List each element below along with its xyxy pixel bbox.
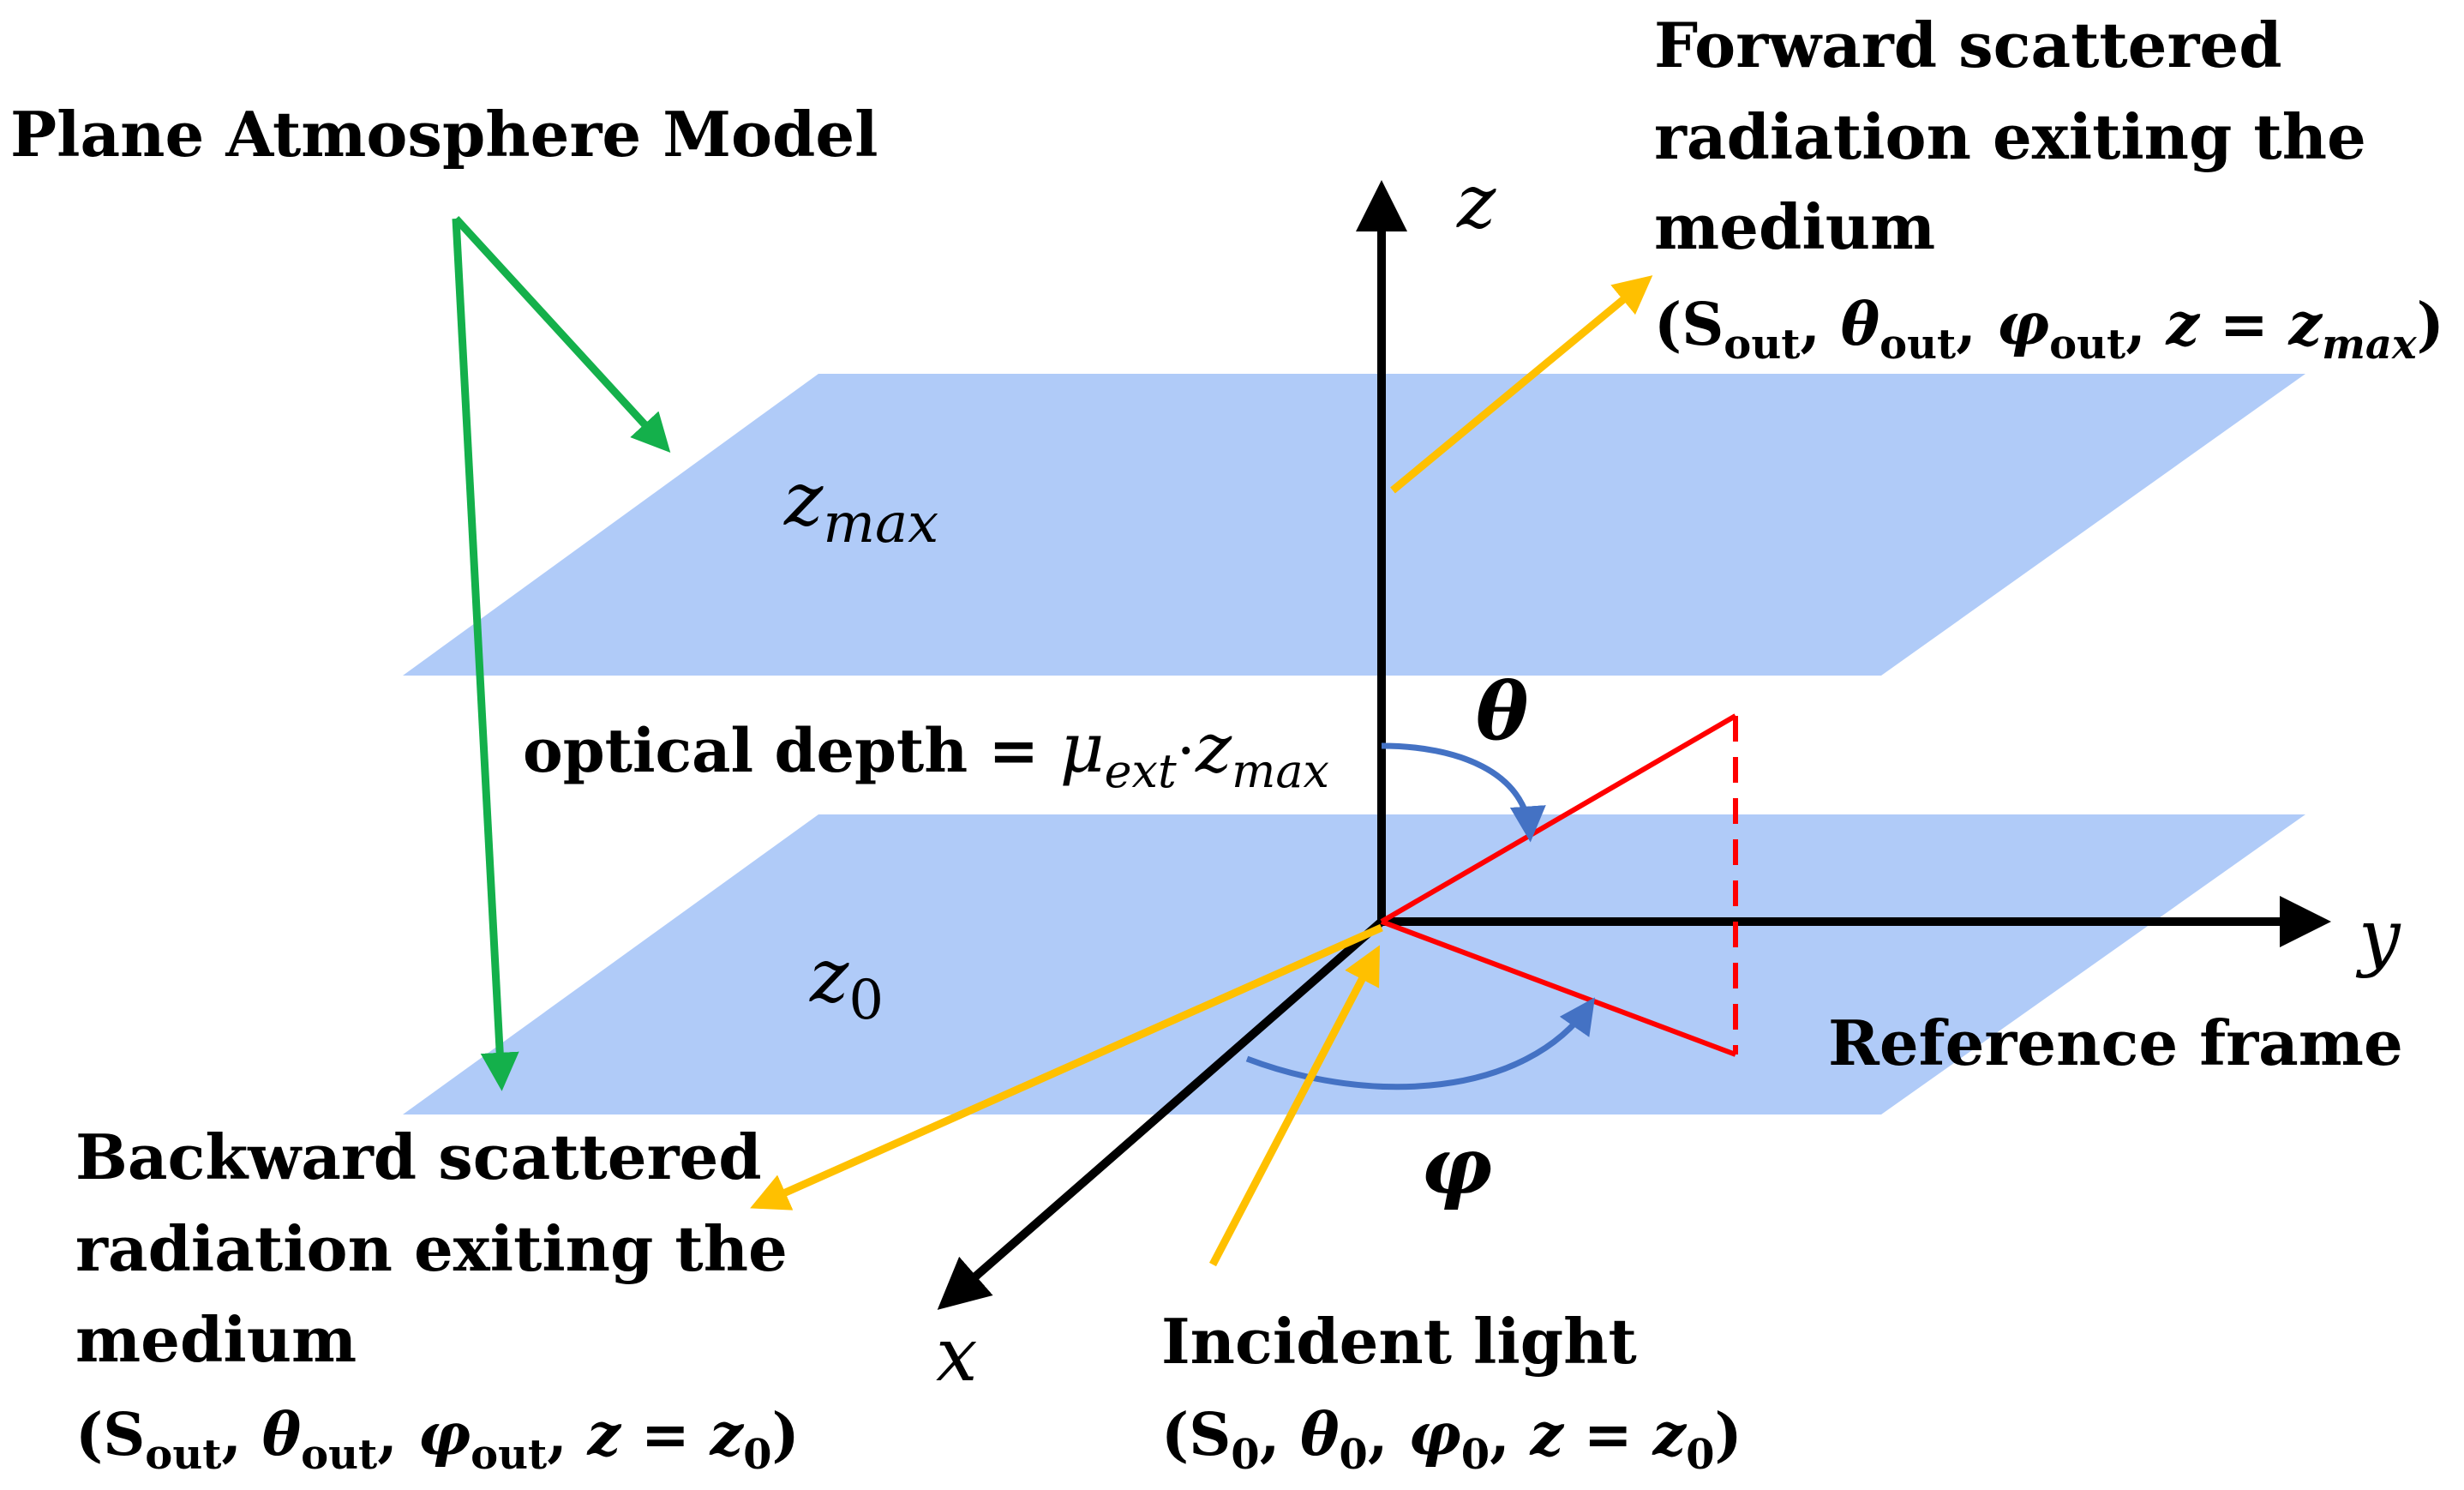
bw-z2: z xyxy=(710,1401,745,1469)
optical-depth-z-sub: max xyxy=(1232,744,1329,798)
incident-tuple: (S0, θ0, φ0, z = z0) xyxy=(1161,1401,1742,1479)
bw-phi-sub: out xyxy=(471,1431,547,1479)
bw-close: ) xyxy=(772,1401,800,1469)
in-theta: θ xyxy=(1300,1401,1340,1469)
red-direction-line xyxy=(1380,713,1737,924)
bw-theta-sub: out xyxy=(301,1431,377,1479)
diagram-title: Plane Atmosphere Model xyxy=(10,98,878,171)
fw-theta: θ xyxy=(1841,291,1880,359)
bw-eq: = xyxy=(620,1401,710,1469)
in-comma3: , xyxy=(1490,1401,1530,1469)
bw-comma1: , xyxy=(221,1401,261,1469)
top-plane xyxy=(403,374,2305,676)
in-close: ) xyxy=(1714,1401,1742,1469)
fw-phi: φ xyxy=(1997,291,2050,359)
incident-light-arrow xyxy=(1209,945,1381,1267)
in-comma2: , xyxy=(1368,1401,1408,1469)
fw-eq: = xyxy=(2199,291,2288,359)
y-axis-label: y xyxy=(2355,894,2401,980)
optical-depth-dot: · xyxy=(1177,716,1196,786)
incident-line-1: Incident light xyxy=(1161,1305,1637,1378)
in-S-sub: 0 xyxy=(1231,1431,1259,1479)
in-comma1: , xyxy=(1260,1401,1300,1469)
forward-line-3: medium xyxy=(1654,190,1935,263)
z-axis-label: z xyxy=(1456,159,1496,245)
top-plane-label: zmax xyxy=(783,457,938,556)
bottom-plane-z: z xyxy=(809,934,849,1019)
fw-comma1: , xyxy=(1800,291,1840,359)
in-eq: = xyxy=(1563,1401,1652,1469)
fw-comma3: , xyxy=(2125,291,2166,359)
fw-z2: z xyxy=(2288,291,2323,359)
optical-depth-mu: μ xyxy=(1060,708,1105,788)
reference-frame-label: Reference frame xyxy=(1828,1006,2403,1079)
bw-z: z xyxy=(587,1401,622,1469)
green-arrow-to-bottom-plane xyxy=(452,218,519,1091)
fw-S-sub: out xyxy=(1724,321,1800,369)
fw-z: z xyxy=(2166,291,2201,359)
red-projection-line xyxy=(1380,919,1737,1057)
fw-z2-sub: max xyxy=(2322,321,2418,369)
in-theta-sub: 0 xyxy=(1339,1431,1367,1479)
top-plane-z: z xyxy=(783,457,824,543)
in-S: S xyxy=(1189,1401,1231,1469)
bw-S: S xyxy=(103,1401,145,1469)
backward-line-3: medium xyxy=(75,1303,357,1376)
optical-depth-text: optical depth = xyxy=(523,715,1060,786)
in-open: ( xyxy=(1161,1401,1189,1469)
green-arrow-to-top-plane xyxy=(453,215,671,453)
fw-comma2: , xyxy=(1956,291,1996,359)
optical-depth-mu-sub: ext xyxy=(1105,744,1177,798)
backward-line-1: Backward scattered xyxy=(75,1121,762,1193)
phi-arc xyxy=(1245,997,1595,1090)
in-z2-sub: 0 xyxy=(1686,1431,1714,1479)
backward-tuple: (Sout, θout, φout, z = z0) xyxy=(75,1401,800,1479)
bw-comma3: , xyxy=(547,1401,587,1469)
bw-comma2: , xyxy=(377,1401,417,1469)
phi-label: φ xyxy=(1421,1120,1492,1212)
theta-arc xyxy=(1381,742,1546,843)
top-plane-sub: max xyxy=(823,492,938,556)
fw-phi-sub: out xyxy=(2049,321,2125,369)
in-phi-sub: 0 xyxy=(1461,1431,1490,1479)
forward-line-2: radiation exiting the xyxy=(1654,100,2366,173)
fw-close: ) xyxy=(2417,291,2444,359)
fw-S: S xyxy=(1682,291,1724,359)
forward-tuple: (Sout, θout, φout, z = zmax) xyxy=(1654,291,2444,369)
bw-theta: θ xyxy=(262,1401,302,1469)
theta-label: θ xyxy=(1476,665,1528,758)
in-phi: φ xyxy=(1408,1401,1461,1469)
bottom-plane-label: z0 xyxy=(809,934,884,1032)
fw-theta-sub: out xyxy=(1879,321,1956,369)
in-z2: z xyxy=(1652,1401,1687,1469)
bottom-plane-sub: 0 xyxy=(848,969,884,1032)
forward-line-1: Forward scattered xyxy=(1654,9,2282,81)
in-z: z xyxy=(1529,1401,1564,1469)
bw-phi: φ xyxy=(418,1401,471,1469)
x-axis-label: x xyxy=(936,1313,978,1398)
bw-S-sub: out xyxy=(145,1431,221,1479)
optical-depth-label: optical depth = μext·zmax xyxy=(523,708,1329,798)
x-axis xyxy=(937,918,1385,1310)
bw-z2-sub: 0 xyxy=(743,1431,771,1479)
forward-scattered-arrow xyxy=(1390,275,1653,494)
optical-depth-z: z xyxy=(1195,708,1232,788)
bw-open: ( xyxy=(75,1401,103,1469)
backward-line-2: radiation exiting the xyxy=(75,1212,788,1285)
fw-open: ( xyxy=(1654,291,1682,359)
backward-scattered-arrow xyxy=(750,923,1383,1211)
